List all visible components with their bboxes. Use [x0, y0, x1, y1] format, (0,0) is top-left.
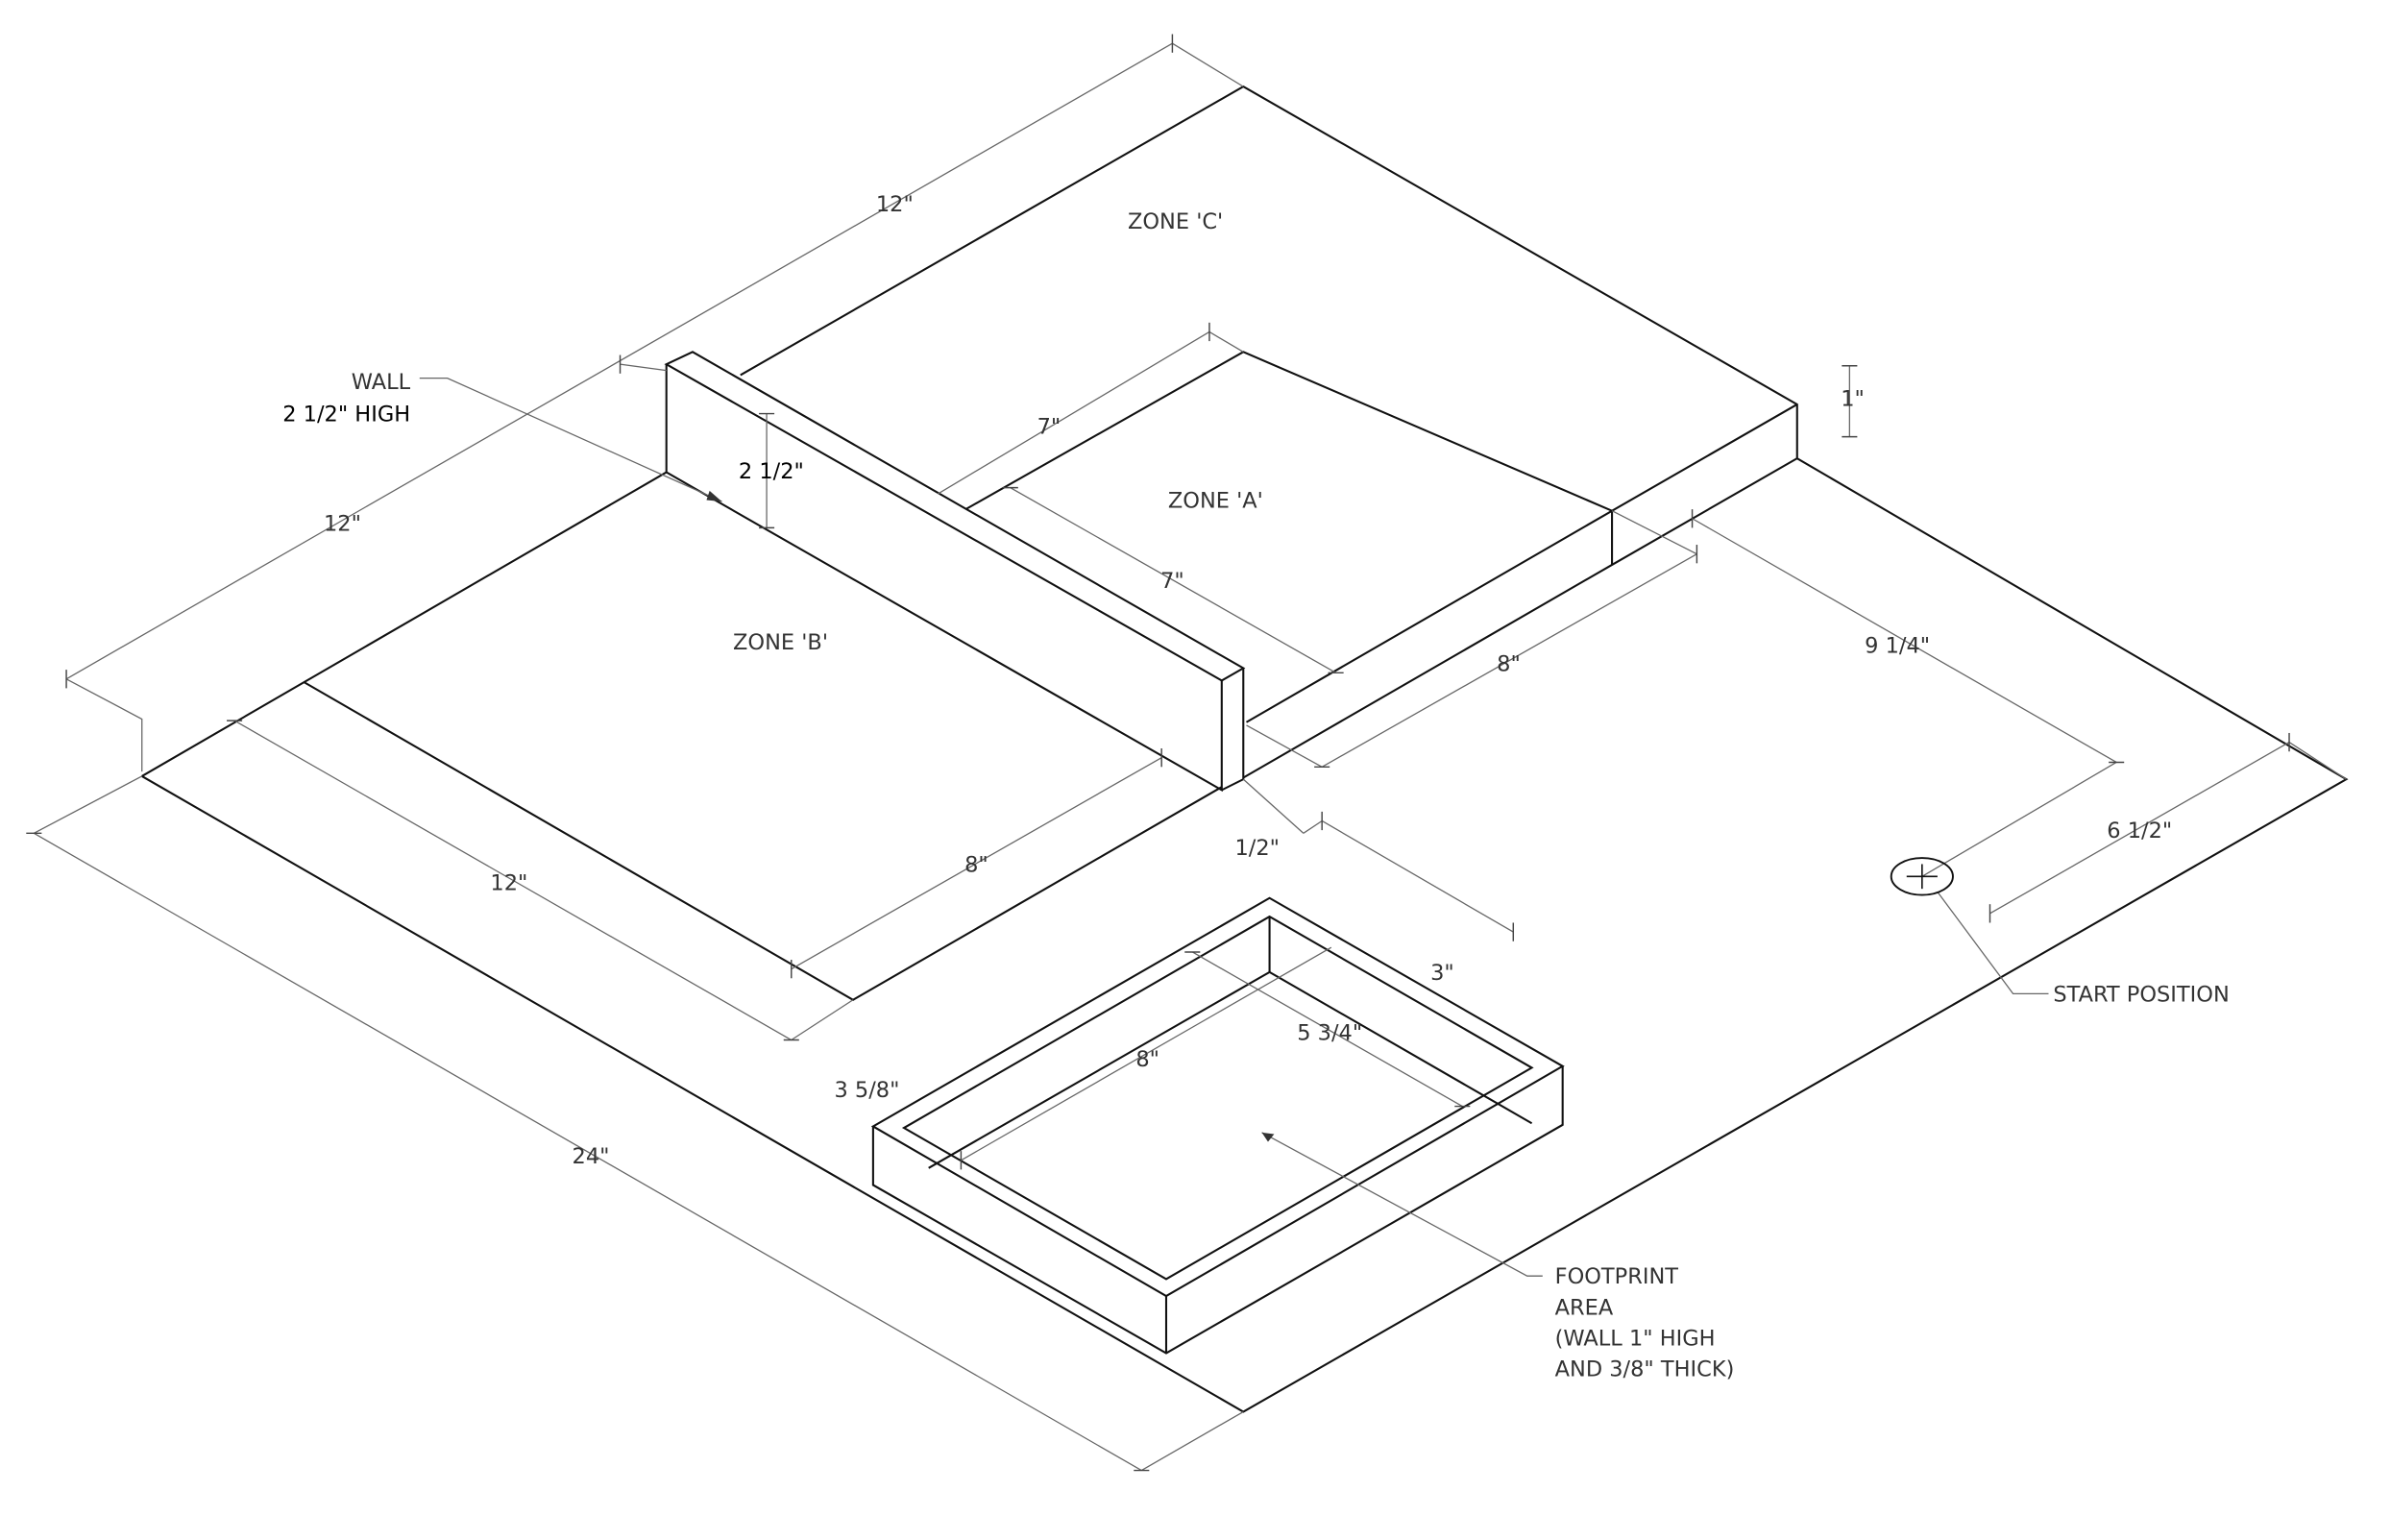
dim-zone-b-width: 12"	[490, 871, 527, 896]
zone-a-platform	[964, 351, 1798, 779]
dim-wall-thickness: 1/2"	[1234, 836, 1280, 861]
wall-note-line2: 2 1/2" HIGH	[282, 403, 410, 428]
footprint-leader-arrowhead	[1261, 1132, 1275, 1142]
dim-footprint-gap: 3"	[1430, 961, 1454, 986]
dim-zone-a-width: 7"	[1160, 569, 1184, 594]
zone-b-area	[303, 681, 1223, 1001]
dim-footprint-length: 8"	[1135, 1047, 1159, 1072]
footprint-box	[870, 896, 1565, 1355]
start-position-label: START POSITION	[2053, 982, 2229, 1007]
dim-board-length: 24"	[573, 1144, 610, 1169]
zone-a-label: ZONE 'A'	[1168, 489, 1263, 514]
dim-step-height: 1"	[1841, 387, 1865, 412]
footprint-note-line3: (WALL 1" HIGH	[1555, 1326, 1716, 1351]
zone-c-label: ZONE 'C'	[1128, 209, 1223, 234]
footprint-note-line4: AND 3/8" THICK)	[1555, 1357, 1735, 1382]
dim-zone-a-depth: 8"	[1497, 652, 1521, 677]
footprint-note-line1: FOOTPRINT	[1555, 1264, 1679, 1289]
dim-top-depth: 12"	[876, 192, 914, 217]
wall-note-line1: WALL	[352, 370, 411, 395]
dim-wall-height: 2 1/2"	[739, 459, 804, 484]
dim-footprint-width: 5 3/4"	[1297, 1021, 1362, 1046]
dim-footprint-offset: 3 5/8"	[834, 1078, 899, 1103]
wall-leader-arrowhead	[706, 490, 722, 502]
dimension-lines	[34, 42, 2347, 1472]
dimension-ticks	[26, 34, 2290, 1472]
dim-zone-b-depth: 8"	[964, 852, 988, 877]
zone-b-label: ZONE 'B'	[733, 630, 828, 655]
dim-start-depth: 9 1/4"	[1865, 633, 1930, 658]
dim-left-depth: 12"	[324, 512, 361, 537]
dim-start-offset: 6 1/2"	[2107, 819, 2172, 843]
dim-zone-a-width-top: 7"	[1037, 414, 1061, 439]
footprint-note-line2: AREA	[1555, 1295, 1614, 1320]
start-position-marker	[1890, 857, 1954, 896]
